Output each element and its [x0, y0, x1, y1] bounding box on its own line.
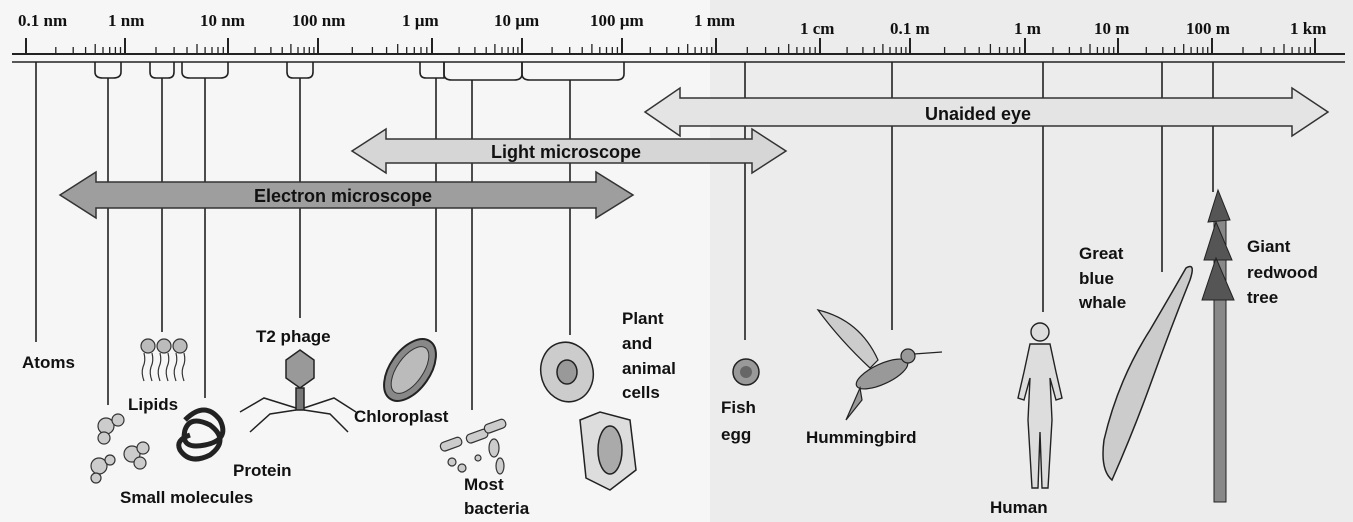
lipids-label: Lipids: [128, 395, 178, 414]
bacteria-illustration: [439, 418, 507, 474]
light-microscope-label: Light microscope: [491, 142, 641, 162]
cells-label-3: animal: [622, 359, 676, 378]
tick-label-1cm: 1 cm: [800, 19, 834, 38]
size-range-brackets: [95, 62, 624, 80]
redwood-label-3: tree: [1247, 288, 1278, 307]
tick-label-0.1nm: 0.1 nm: [18, 11, 67, 30]
human-label: Human: [990, 498, 1048, 517]
tick-label-100um: 100 µm: [590, 11, 644, 30]
hummingbird-label: Hummingbird: [806, 428, 917, 447]
whale-label-3: whale: [1078, 293, 1126, 312]
t2-phage-label: T2 phage: [256, 327, 331, 346]
redwood-label-2: redwood: [1247, 263, 1318, 282]
chloroplast-label: Chloroplast: [354, 407, 449, 426]
redwood-illustration: [1202, 190, 1234, 502]
tick-label-1mm: 1 mm: [694, 11, 735, 30]
small-molecules-illustration: [91, 414, 149, 483]
cells-label-4: cells: [622, 383, 660, 402]
fish-egg-illustration: [733, 359, 759, 385]
fish-egg-label-1: Fish: [721, 398, 756, 417]
scale-tick-labels: 0.1 nm 1 nm 10 nm 100 nm 1 µm 10 µm 100 …: [18, 11, 1326, 38]
tick-label-1km: 1 km: [1290, 19, 1326, 38]
small-molecules-label: Small molecules: [120, 488, 253, 507]
whale-label-1: Great: [1079, 244, 1124, 263]
tick-label-10nm: 10 nm: [200, 11, 245, 30]
electron-microscope-range: Electron microscope: [60, 172, 633, 218]
t2-phage-illustration: [240, 350, 356, 432]
fish-egg-label-2: egg: [721, 425, 751, 444]
minor-ticks: [26, 38, 1315, 54]
redwood-label-1: Giant: [1247, 237, 1291, 256]
most-bacteria-label-2: bacteria: [464, 499, 530, 518]
electron-microscope-label: Electron microscope: [254, 186, 432, 206]
protein-illustration: [179, 410, 223, 459]
atoms-label: Atoms: [22, 353, 75, 372]
unaided-eye-range: Unaided eye: [645, 88, 1328, 136]
protein-label: Protein: [233, 461, 292, 480]
lipids-illustration: [141, 339, 187, 381]
cells-illustration: [534, 336, 636, 490]
most-bacteria-label-1: Most: [464, 475, 504, 494]
cells-label-1: Plant: [622, 309, 664, 328]
tick-label-10m: 10 m: [1094, 19, 1129, 38]
tick-label-1m: 1 m: [1014, 19, 1041, 38]
tick-label-10um: 10 µm: [494, 11, 539, 30]
chloroplast-illustration: [374, 330, 447, 410]
whale-label-2: blue: [1079, 269, 1114, 288]
tick-label-0.1m: 0.1 m: [890, 19, 930, 38]
log-scale-axis: [12, 54, 1345, 62]
tick-label-100m: 100 m: [1186, 19, 1230, 38]
unaided-eye-label: Unaided eye: [925, 104, 1031, 124]
hummingbird-illustration: [818, 310, 942, 420]
human-illustration: [1018, 323, 1062, 488]
tick-label-1um: 1 µm: [402, 11, 439, 30]
cells-label-2: and: [622, 334, 652, 353]
tick-label-1nm: 1 nm: [108, 11, 144, 30]
light-microscope-range: Light microscope: [352, 129, 786, 173]
tick-label-100nm: 100 nm: [292, 11, 345, 30]
